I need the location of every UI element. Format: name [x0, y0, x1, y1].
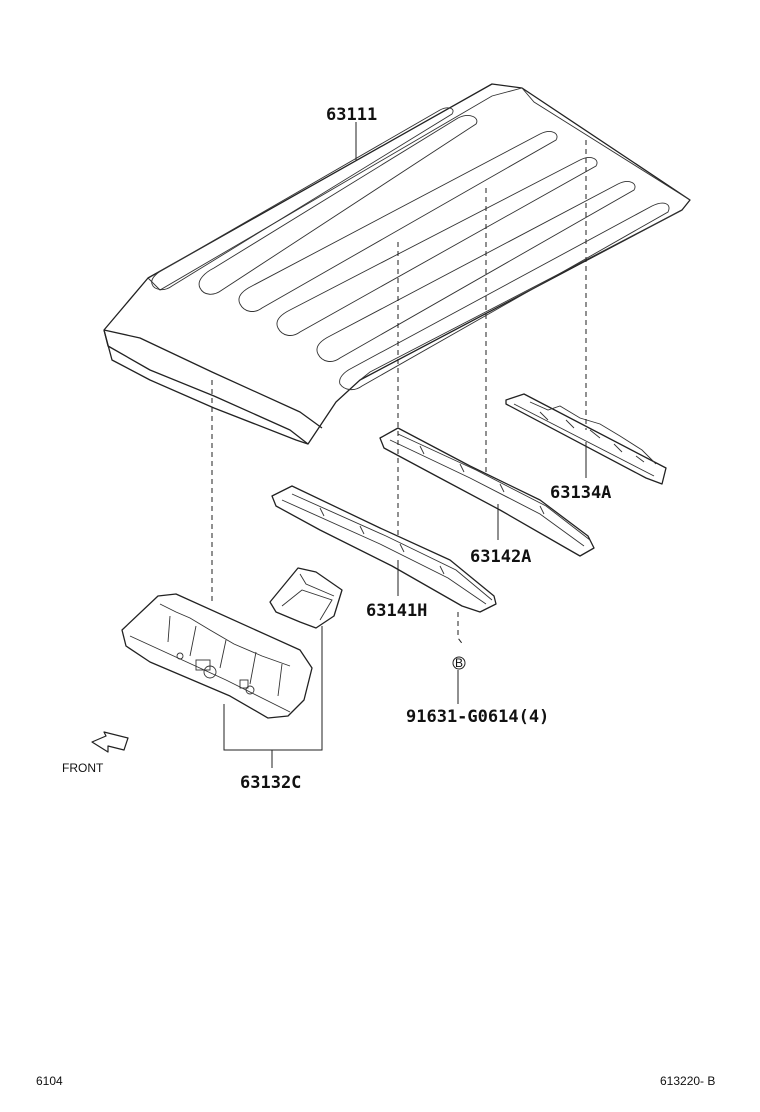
- roof-bow-center[interactable]: [379, 427, 595, 557]
- footer-left-code: 6104: [36, 1074, 63, 1088]
- label-63142A[interactable]: 63142A: [470, 547, 531, 567]
- roof-panel[interactable]: [103, 83, 691, 445]
- label-63111[interactable]: 63111: [326, 105, 377, 125]
- fastener-callout-circle: [452, 656, 466, 670]
- bracket-63132C: [223, 626, 323, 751]
- roof-reinforcement-rear[interactable]: [505, 393, 667, 485]
- label-63134A[interactable]: 63134A: [550, 483, 611, 503]
- label-fastener[interactable]: 91631-G0614(4): [406, 707, 549, 727]
- front-direction-arrow-icon: [91, 731, 129, 753]
- roof-bow-front[interactable]: [271, 485, 497, 613]
- label-63132C[interactable]: 63132C: [240, 773, 301, 793]
- header-panel[interactable]: [121, 593, 313, 719]
- label-63141H[interactable]: 63141H: [366, 601, 427, 621]
- header-panel-bracket[interactable]: [269, 567, 343, 629]
- front-direction-label: FRONT: [62, 761, 104, 775]
- footer-right-code: 613220- B: [660, 1074, 716, 1088]
- alignment-line-fastener: [457, 612, 465, 647]
- fastener-callout-letter: B: [455, 656, 463, 670]
